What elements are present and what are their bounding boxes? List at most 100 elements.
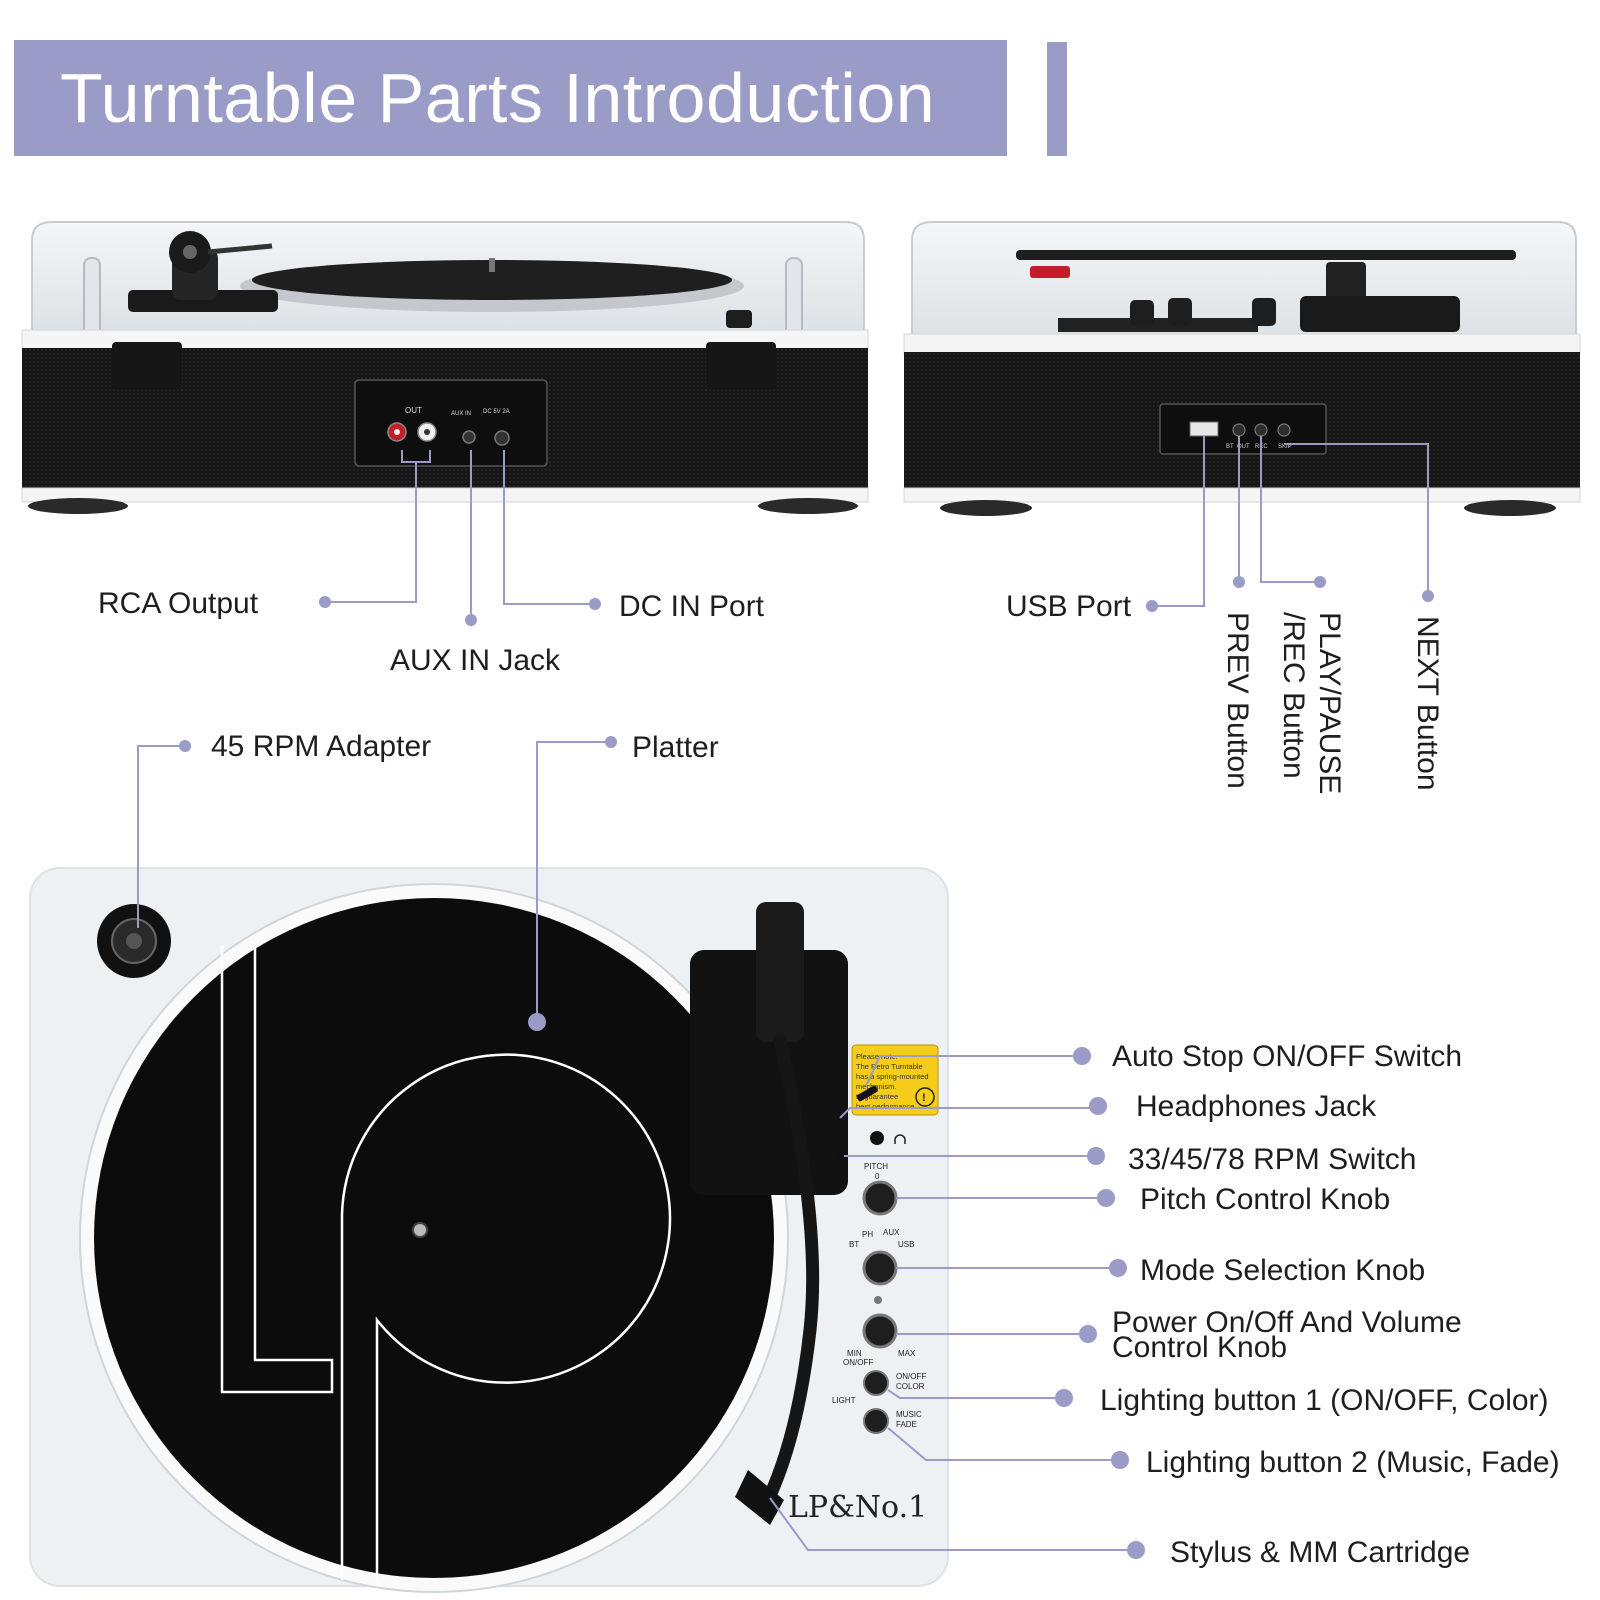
title-banner — [14, 40, 1007, 156]
adapter-dot — [179, 740, 191, 752]
label-play-pause: PLAY/PAUSE — [1313, 612, 1346, 794]
skip-label: SKIP — [1278, 444, 1292, 450]
adapter-leader — [137, 745, 185, 928]
rpm-switch[interactable] — [836, 1148, 844, 1162]
dc-label: DC 5V 2A — [483, 409, 510, 415]
play-leader — [1260, 436, 1320, 583]
label-rca-output: RCA Output — [98, 587, 259, 620]
side-knob-3 — [1252, 298, 1276, 326]
counterweight[interactable] — [756, 902, 804, 1042]
out-label: OUT — [405, 406, 422, 415]
warning-icon — [915, 1087, 935, 1107]
rca-output-dot — [319, 596, 331, 608]
label-stylus: Stylus & MM Cartridge — [1170, 1536, 1470, 1569]
back-tonearm — [207, 243, 273, 255]
fade-label: FADE — [896, 1420, 917, 1429]
back-tonearm-base — [128, 290, 278, 312]
back-hinge-left — [112, 342, 182, 390]
tonearm[interactable] — [761, 1033, 820, 1507]
auto-stop-switch[interactable] — [856, 1085, 879, 1102]
onoff-color-label-1: ON/OFF — [896, 1372, 926, 1381]
side-top-trim — [903, 333, 1581, 355]
next-button[interactable] — [1277, 423, 1291, 437]
indicator-led — [874, 1296, 882, 1304]
bt-mode-label: BT — [849, 1240, 859, 1249]
sticker-line-1: Please note: — [856, 1052, 898, 1061]
stylus-dot — [1127, 1541, 1145, 1559]
lighting-button-2[interactable] — [863, 1408, 889, 1434]
brand-logo: LP&No.1 — [788, 1490, 927, 1525]
label-rec-button: /REC Button — [1277, 612, 1310, 779]
play-pause-rec-button[interactable] — [1254, 423, 1268, 437]
mode-selection-knob[interactable] — [862, 1250, 898, 1286]
side-knob-1 — [1130, 300, 1154, 326]
platter-dot — [528, 1013, 546, 1031]
sticker-line-2: The Retro Turntable — [856, 1062, 923, 1071]
pitch-label: PITCH — [864, 1162, 888, 1171]
mat-letter-p — [340, 1053, 672, 1580]
label-usb-port: USB Port — [1006, 590, 1132, 623]
sticker-line-5: to guarantee — [856, 1092, 898, 1101]
side-knob-2 — [1168, 298, 1192, 326]
side-tonearm-base — [1326, 262, 1366, 302]
pitch-dot — [1097, 1189, 1115, 1207]
music-label: MUSIC — [896, 1410, 922, 1419]
dc-in-leader — [503, 450, 595, 605]
label-aux-in-jack: AUX IN Jack — [390, 644, 561, 677]
play-dot — [1314, 576, 1326, 588]
light1-dot — [1055, 1389, 1073, 1407]
back-port-panel — [354, 379, 548, 467]
pitch-zero-label: 0 — [875, 1172, 880, 1181]
top-view: Please note: The Retro Turntable has a s… — [29, 867, 949, 1593]
power-volume-knob[interactable] — [862, 1313, 898, 1349]
sticker-line-3: has a spring-mounted — [856, 1072, 929, 1081]
rpm-dot — [1087, 1147, 1105, 1165]
back-knob — [726, 310, 752, 328]
adapter-center — [126, 933, 142, 949]
back-foot-right — [758, 498, 858, 514]
label-prev-button: PREV Button — [1221, 612, 1254, 789]
auto-stop-dot — [1073, 1047, 1091, 1065]
mat-letter-l — [220, 945, 334, 1394]
sticker-line-6: best performance — [856, 1102, 914, 1111]
light-label: LIGHT — [832, 1396, 856, 1405]
back-hinge-right — [706, 342, 776, 390]
back-view: OUT AUX IN DC 5V 2A — [21, 221, 869, 514]
label-auto-stop: Auto Stop ON/OFF Switch — [1112, 1040, 1462, 1073]
prev-button[interactable] — [1232, 423, 1246, 437]
usb-leader — [1152, 436, 1205, 607]
label-lighting-2: Lighting button 2 (Music, Fade) — [1146, 1446, 1560, 1479]
platter-leader — [536, 741, 611, 1022]
side-foot-left — [940, 500, 1032, 516]
back-record — [252, 260, 732, 300]
light2-dot — [1111, 1451, 1129, 1469]
ph-label: PH — [862, 1230, 873, 1239]
side-base-plate — [1300, 296, 1460, 332]
lighting-button-1[interactable] — [863, 1370, 889, 1396]
dc-in-dot — [589, 598, 601, 610]
back-counterweight-cap — [183, 245, 197, 259]
warning-icon-mark: ! — [922, 1092, 926, 1104]
min-label: MIN — [847, 1349, 862, 1358]
side-cartridge — [1030, 266, 1070, 278]
rca-output-leader — [325, 450, 431, 603]
usb-port[interactable] — [1189, 421, 1219, 437]
headshell[interactable] — [735, 1470, 784, 1525]
light2-leader — [887, 1427, 1120, 1461]
side-foot-right — [1464, 500, 1556, 516]
next-leader — [1284, 443, 1429, 596]
label-dc-in-port: DC IN Port — [619, 590, 765, 623]
dc-in-port[interactable] — [494, 430, 510, 446]
page-title: Turntable Parts Introduction — [60, 59, 936, 137]
aux-in-jack[interactable] — [462, 430, 476, 444]
stylus-leader — [769, 1497, 1136, 1551]
back-foot-left — [28, 498, 128, 514]
pitch-control-knob[interactable] — [862, 1180, 898, 1216]
label-lighting-1: Lighting button 1 (ON/OFF, Color) — [1100, 1384, 1549, 1417]
side-tonearm — [1016, 250, 1516, 260]
headphones-jack[interactable] — [870, 1131, 884, 1145]
platter-leader-dot — [605, 736, 617, 748]
callout-labels: RCA Output AUX IN Jack DC IN Port USB Po… — [98, 587, 1560, 1569]
sticker-line-4: mechanism. — [856, 1082, 896, 1091]
onoff-color-label-2: COLOR — [896, 1382, 925, 1391]
